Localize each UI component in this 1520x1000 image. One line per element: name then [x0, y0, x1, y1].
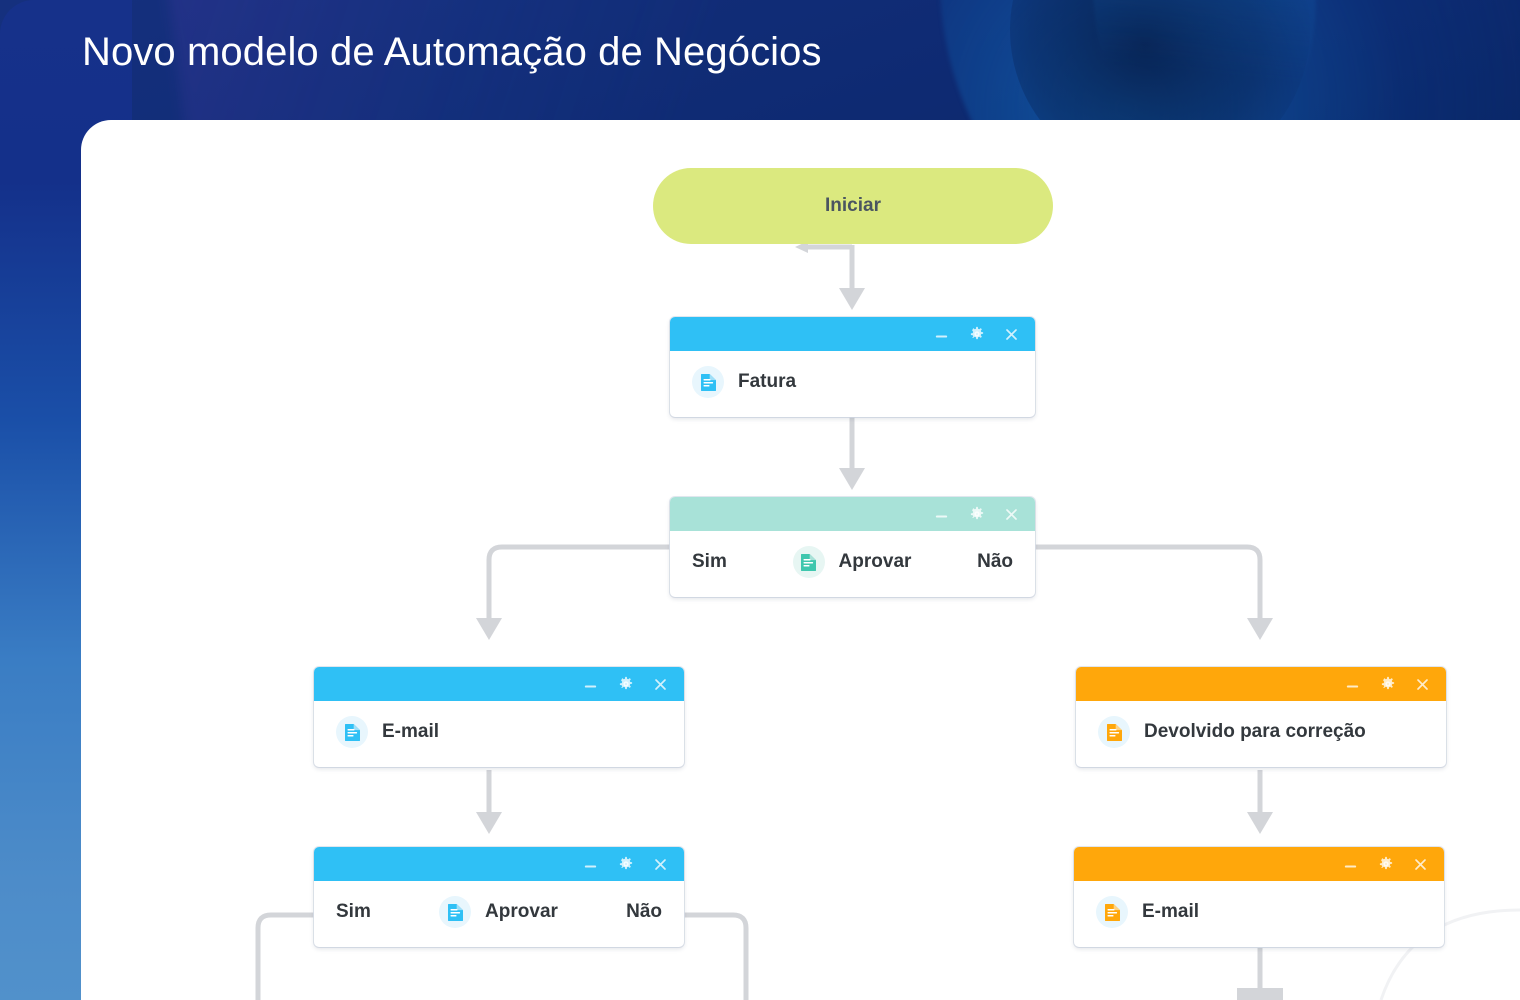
- card-header-devolvido: [1076, 667, 1446, 701]
- document-icon: [1096, 896, 1128, 928]
- connector-aprovar1-sim-to-email: [486, 544, 670, 618]
- minimize-icon[interactable]: [933, 326, 950, 343]
- branch-label-no: Não: [977, 551, 1013, 572]
- gear-icon[interactable]: [1379, 676, 1396, 693]
- document-icon: [692, 366, 724, 398]
- node-card-email-2[interactable]: E-mail: [1074, 847, 1444, 947]
- card-header-aprovar-1: [670, 497, 1035, 531]
- document-icon: [792, 546, 825, 578]
- connector-aprovar2-sim-out: [255, 912, 314, 1000]
- branch-label-yes: Sim: [336, 901, 371, 922]
- connector-aprovar1-nao-to-devolvido: [1035, 544, 1263, 618]
- card-header-email-1: [314, 667, 684, 701]
- node-card-email-1[interactable]: E-mail: [314, 667, 684, 767]
- node-label-fatura: Fatura: [738, 371, 797, 392]
- node-title-aprovar-1: Aprovar: [792, 546, 912, 578]
- minimize-icon[interactable]: [933, 506, 950, 523]
- node-title-fatura: Fatura: [692, 366, 796, 398]
- gear-icon[interactable]: [617, 676, 634, 693]
- card-body-aprovar-1: Sim Aprovar Não: [670, 531, 1035, 593]
- card-body-fatura: Fatura: [670, 351, 1035, 413]
- document-icon: [1098, 716, 1130, 748]
- card-header-fatura: [670, 317, 1035, 351]
- document-icon: [336, 716, 368, 748]
- minimize-icon[interactable]: [582, 856, 599, 873]
- page-title: Novo modelo de Automação de Negócios: [82, 30, 822, 74]
- node-label-email-2: E-mail: [1142, 901, 1200, 922]
- branch-label-no: Não: [626, 901, 662, 922]
- close-icon[interactable]: [1003, 506, 1020, 523]
- node-title-aprovar-2: Aprovar: [439, 896, 558, 928]
- node-start-iniciar[interactable]: Iniciar: [653, 168, 1053, 244]
- close-icon[interactable]: [652, 676, 669, 693]
- node-label-aprovar-2: Aprovar: [485, 901, 558, 922]
- node-start-label: Iniciar: [825, 195, 881, 216]
- node-label-email-1: E-mail: [382, 721, 440, 742]
- gear-icon[interactable]: [617, 856, 634, 873]
- minimize-icon[interactable]: [1344, 676, 1361, 693]
- gear-icon[interactable]: [968, 326, 985, 343]
- node-label-aprovar-1: Aprovar: [838, 551, 912, 572]
- node-label-devolvido: Devolvido para correção: [1144, 721, 1366, 742]
- node-card-aprovar-1[interactable]: Sim Aprovar Não: [670, 497, 1035, 597]
- node-card-fatura[interactable]: Fatura: [670, 317, 1035, 417]
- close-icon[interactable]: [1414, 676, 1431, 693]
- node-card-aprovar-2[interactable]: Sim Aprovar Não: [314, 847, 684, 947]
- close-icon[interactable]: [1412, 856, 1429, 873]
- card-body-email-2: E-mail: [1074, 881, 1444, 943]
- minimize-icon[interactable]: [582, 676, 599, 693]
- gear-icon[interactable]: [968, 506, 985, 523]
- minimize-icon[interactable]: [1342, 856, 1359, 873]
- gear-icon[interactable]: [1377, 856, 1394, 873]
- connector-aprovar2-nao-out: [681, 912, 749, 1000]
- flow-canvas: Iniciar: [81, 120, 1520, 1000]
- node-card-devolvido[interactable]: Devolvido para correção: [1076, 667, 1446, 767]
- document-icon: [439, 896, 472, 928]
- flow-connectors: [255, 241, 1520, 1000]
- branch-label-yes: Sim: [692, 551, 727, 572]
- card-header-aprovar-2: [314, 847, 684, 881]
- card-header-email-2: [1074, 847, 1444, 881]
- close-icon[interactable]: [1003, 326, 1020, 343]
- card-body-devolvido: Devolvido para correção: [1076, 701, 1446, 763]
- card-body-aprovar-2: Sim Aprovar Não: [314, 881, 684, 943]
- card-body-email-1: E-mail: [314, 701, 684, 763]
- node-title-email-1: E-mail: [336, 716, 439, 748]
- node-title-email-2: E-mail: [1096, 896, 1199, 928]
- node-title-devolvido: Devolvido para correção: [1098, 716, 1366, 748]
- close-icon[interactable]: [652, 856, 669, 873]
